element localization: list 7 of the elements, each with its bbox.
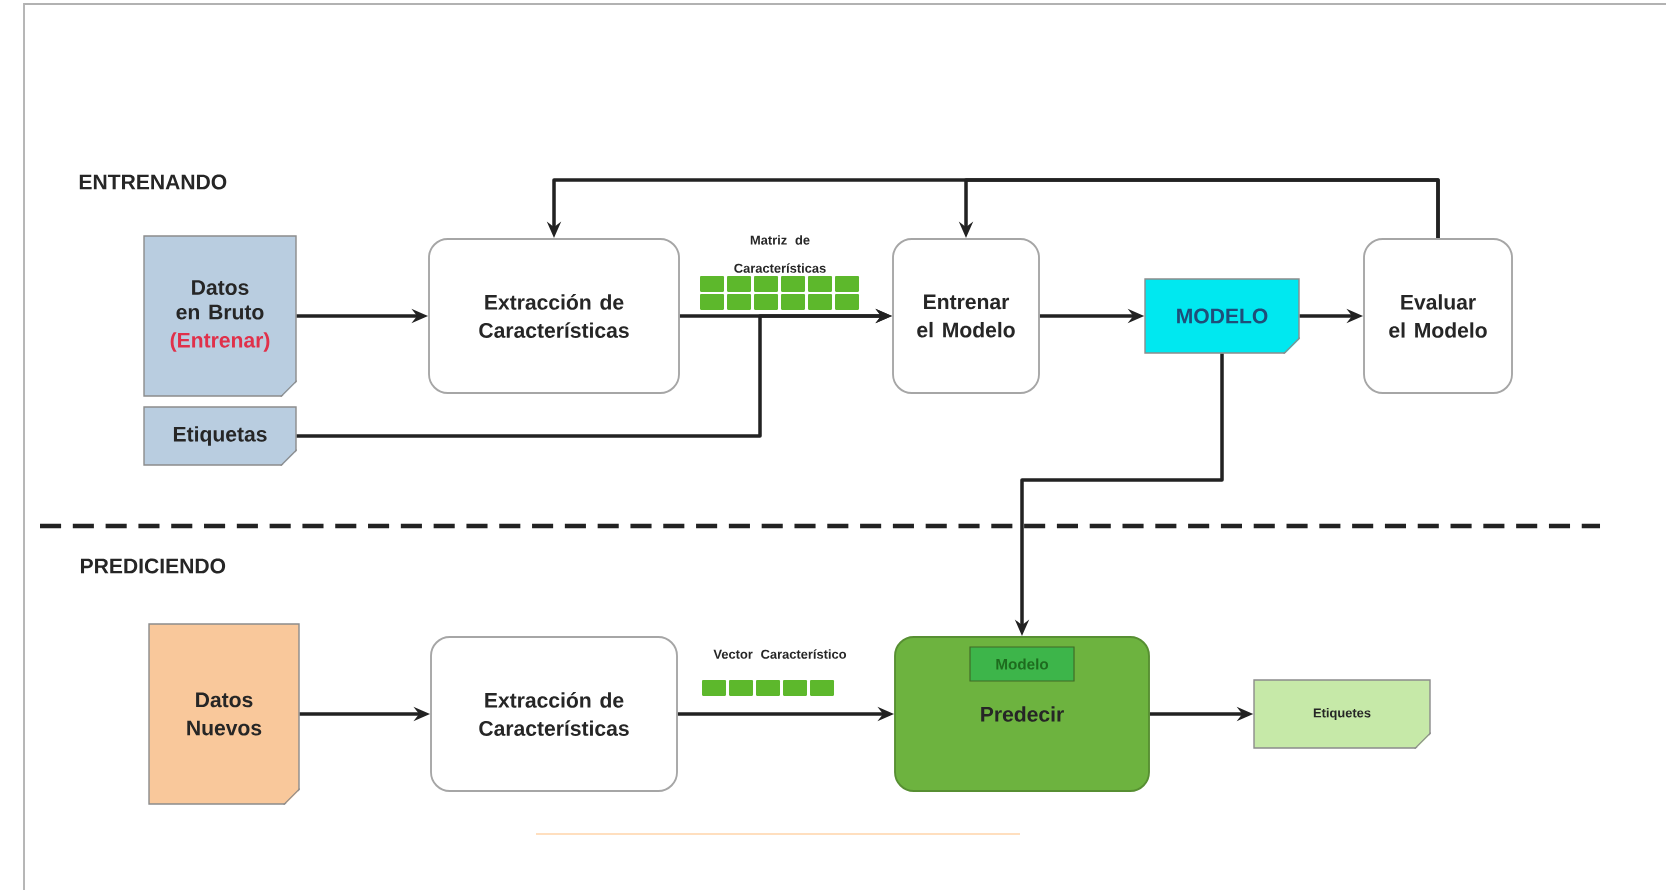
process-box: Evaluar el Modelo — [1363, 238, 1513, 394]
process-box: Entrenar el Modelo — [892, 238, 1040, 394]
section-heading: PREDICIENDO — [81, 558, 226, 574]
process-box: Extracción de Características — [430, 636, 678, 792]
process-box: Extracción de Características — [428, 238, 680, 394]
section-heading: ENTRENANDO — [79, 174, 227, 190]
model-document: MODELO — [1144, 278, 1302, 356]
